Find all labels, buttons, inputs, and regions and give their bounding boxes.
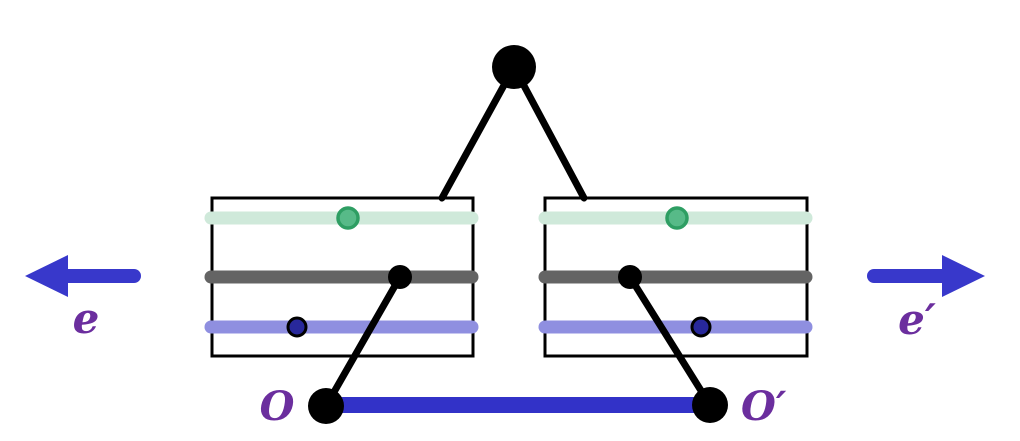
right-box-to-O-prime-line — [626, 273, 714, 409]
right-green-dot — [665, 206, 689, 230]
vertex-dot — [492, 45, 536, 89]
right-arrowhead-icon — [942, 255, 985, 297]
left-arrowhead-icon — [25, 255, 68, 297]
left-arrow — [25, 255, 141, 297]
vertex-to-left-box-line — [438, 63, 518, 202]
O-prime-dot — [692, 387, 728, 423]
vertex-to-right-box-line — [510, 63, 588, 202]
right-black-dot — [618, 265, 642, 289]
right-navy-dot — [690, 316, 712, 338]
O-prime-label: O′ — [741, 383, 787, 430]
O-dot — [308, 388, 344, 424]
right-arrow — [867, 255, 985, 297]
left-box-to-O-line — [322, 273, 404, 410]
right-arrow-label: e′ — [898, 295, 936, 344]
left-green-dot — [336, 206, 360, 230]
left-arrow-label: e — [73, 294, 100, 343]
left-black-dot — [388, 265, 412, 289]
left-navy-dot — [286, 316, 308, 338]
O-label: O — [260, 383, 295, 430]
